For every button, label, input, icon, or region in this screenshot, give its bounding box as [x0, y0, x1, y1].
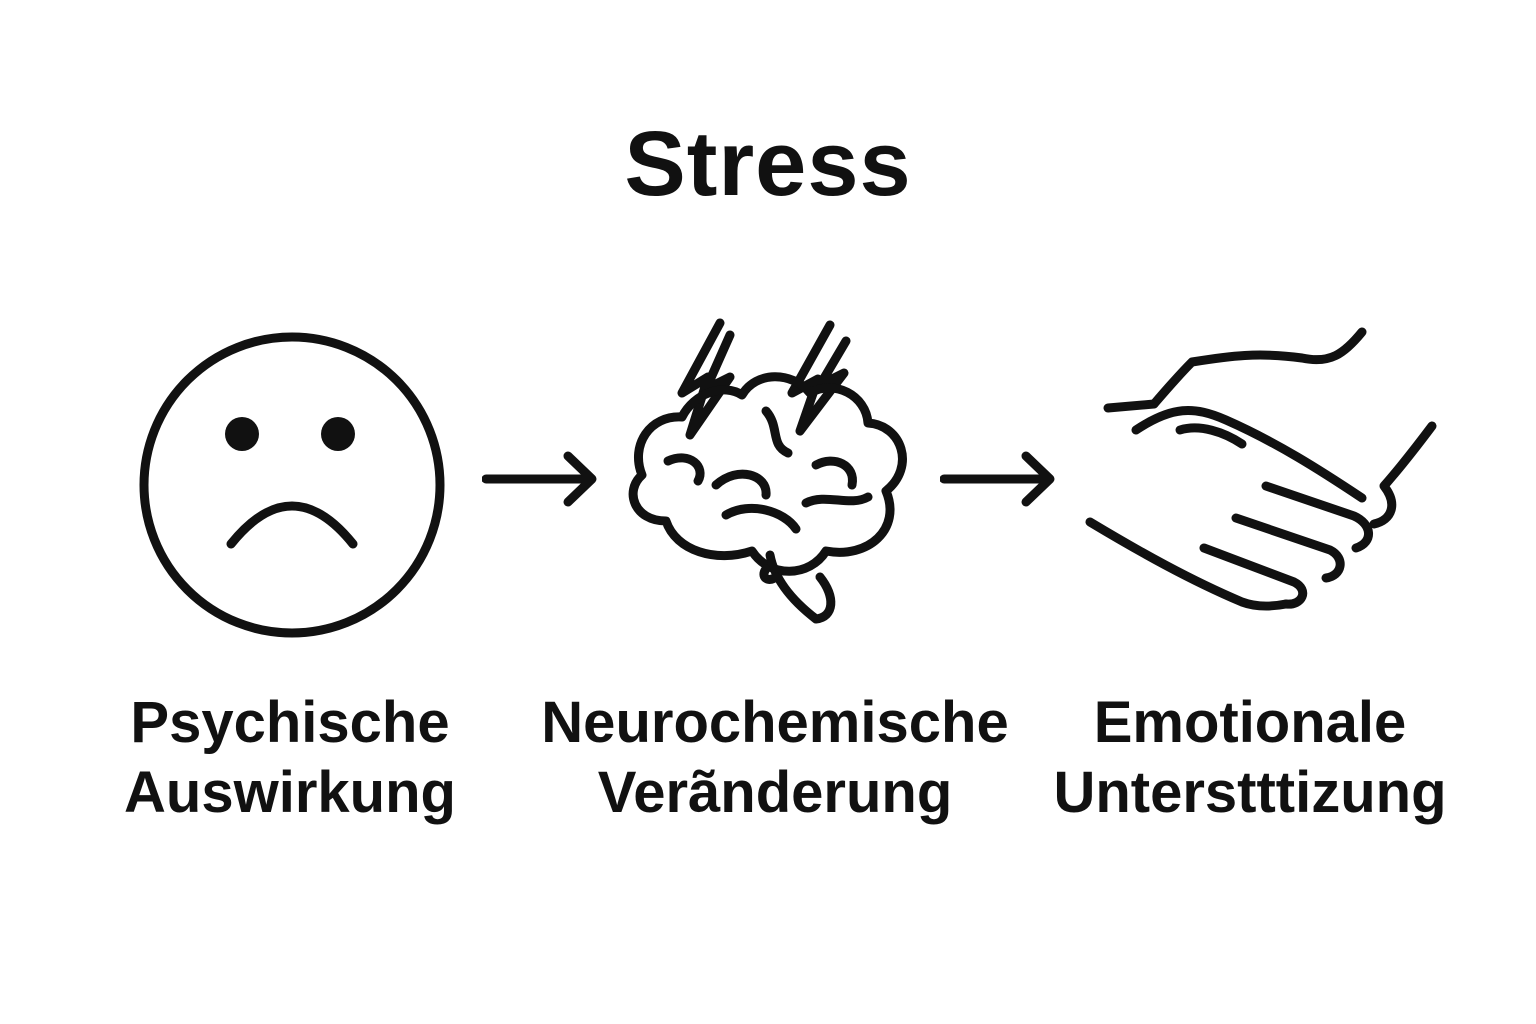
- arrow-right-icon: [940, 450, 1058, 510]
- sad-face-icon: [135, 328, 450, 643]
- handshake-icon: [1080, 320, 1450, 620]
- step-label-line2: Unterstt­tizung: [1053, 760, 1447, 825]
- step-label-emotionale: Emotionale Unterstt­tizung: [1010, 688, 1490, 828]
- step-label-psychische: Psychische Auswirkung: [60, 688, 520, 828]
- step-label-line2: Auswirkung: [124, 760, 456, 825]
- step-label-line1: Psychische: [130, 690, 450, 755]
- step-label-line2: Verãnderung: [597, 760, 953, 825]
- arrow-right-icon: [482, 450, 600, 510]
- step-label-line1: Emotionale: [1093, 690, 1407, 755]
- step-label-line1: Neurochemische: [541, 690, 1009, 755]
- step-label-neurochemische: Neurochemische Verãnderung: [515, 688, 1035, 828]
- diagram-title: Stress: [624, 113, 912, 215]
- brain-lightning-icon: [620, 315, 920, 630]
